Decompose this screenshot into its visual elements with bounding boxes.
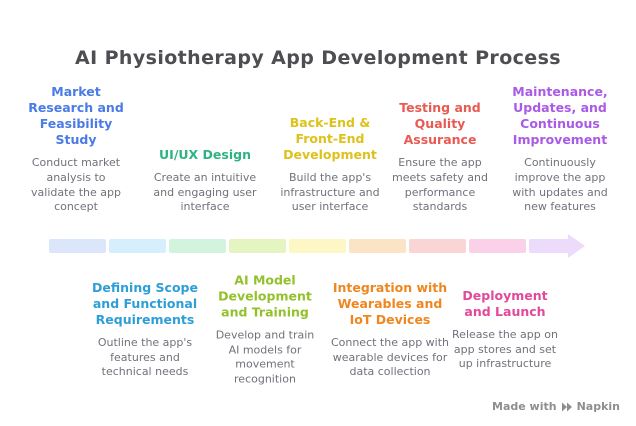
stage-backend-frontend-development: Back-End & Front-End Development Build t… [273, 115, 387, 215]
stage-title: UI/UX Design [159, 146, 251, 162]
stage-title: Integration with Wearables and IoT Devic… [332, 279, 448, 327]
stage-title: Market Research and Feasibility Study [28, 84, 124, 148]
stage-maintenance-updates: Maintenance, Updates, and Continuous Imp… [504, 84, 616, 215]
arrow-segment [409, 239, 466, 253]
stage-title: Maintenance, Updates, and Continuous Imp… [512, 84, 608, 148]
arrow-segment [169, 239, 226, 253]
stage-description: Outline the app's features and technical… [97, 335, 193, 379]
stage-ai-model-training: AI Model Development and Training Develo… [210, 273, 320, 388]
stage-uiux-design: UI/UX Design Create an intuitive and eng… [144, 147, 266, 215]
stage-description: Continuously improve the app with update… [512, 156, 608, 214]
napkin-logo-icon [561, 402, 572, 411]
stage-description: Release the app on app stores and set up… [452, 327, 558, 371]
arrow-segment [229, 239, 286, 253]
stage-description: Develop and train AI models for movement… [215, 328, 315, 386]
stage-description: Create an intuitive and engaging user in… [153, 170, 257, 214]
stage-description: Connect the app with wearable devices fo… [330, 335, 450, 379]
stage-deployment-launch: Deployment and Launch Release the app on… [452, 288, 558, 372]
arrow-head-icon [568, 234, 585, 258]
stage-market-research: Market Research and Feasibility Study Co… [24, 84, 128, 215]
footer-credit: Made with Napkin [492, 400, 620, 413]
stage-description: Ensure the app meets safety and performa… [392, 156, 488, 214]
stage-title: AI Model Development and Training [218, 272, 312, 320]
stage-integration-wearables: Integration with Wearables and IoT Devic… [330, 280, 450, 380]
arrow-segment [349, 239, 406, 253]
made-with-label: Made with [492, 400, 557, 413]
stage-title: Back-End & Front-End Development [283, 114, 377, 162]
stage-testing-qa: Testing and Quality Assurance Ensure the… [386, 100, 494, 215]
stage-title: Defining Scope and Functional Requiremen… [92, 279, 198, 327]
timeline-arrow [49, 233, 585, 259]
arrow-segment [289, 239, 346, 253]
arrow-segment [109, 239, 166, 253]
arrow-segment [529, 239, 569, 253]
arrow-segment [469, 239, 526, 253]
stage-title: Deployment and Launch [462, 287, 548, 319]
brand-name: Napkin [576, 400, 620, 413]
stage-description: Conduct market analysis to validate the … [31, 156, 121, 214]
stage-description: Build the app's infrastructure and user … [280, 170, 380, 214]
arrow-segment [49, 239, 106, 253]
page-title: AI Physiotherapy App Development Process [74, 47, 562, 69]
stage-title: Testing and Quality Assurance [399, 100, 481, 148]
stage-defining-scope: Defining Scope and Functional Requiremen… [88, 280, 202, 380]
